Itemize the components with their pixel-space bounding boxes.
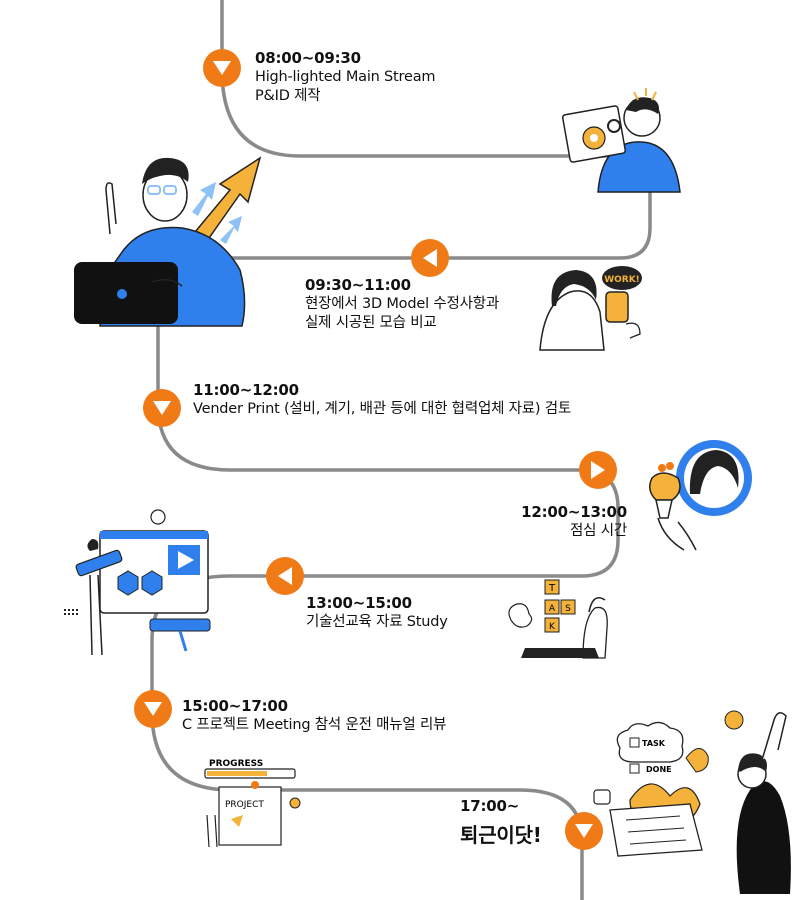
marker-down-icon: [203, 49, 241, 87]
entry-time: 09:30~11:00: [305, 276, 411, 294]
marker-down-icon: [565, 812, 603, 850]
done-label: DONE: [646, 765, 672, 774]
marker-left-icon: [411, 239, 449, 277]
entry-desc: Vender Print (설비, 계기, 배관 등에 대한 협력업체 자료) …: [193, 401, 572, 417]
tile-letter: A: [549, 604, 556, 614]
entry-desc: 현장에서 3D Model 수정사항과: [305, 296, 500, 312]
project-progress-illustration: PROGRESS PROJECT: [204, 759, 301, 848]
entry-desc: C 프로젝트 Meeting 참석 운전 매뉴얼 리뷰: [182, 717, 447, 733]
team-website-illustration: [64, 509, 211, 656]
timeline-entry-4: 12:00~13:00 점심 시간: [500, 503, 627, 541]
entry-desc: High-lighted Main Stream: [255, 69, 436, 85]
task-label: TASK: [642, 739, 666, 748]
task-done-illustration: TASK DONE: [593, 710, 791, 894]
entry-desc: P&ID 제작: [255, 88, 321, 104]
timeline-entry-7: 17:00~ 퇴근이닷!: [460, 797, 542, 848]
man-laptop-illustration: [74, 156, 262, 327]
work-bubble-text: WORK!: [604, 275, 640, 285]
marker-left-icon: [266, 557, 304, 595]
entry-time: 17:00~: [460, 797, 520, 815]
tile-letter: T: [548, 583, 556, 594]
timeline-entry-3: 11:00~12:00 Vender Print (설비, 계기, 배관 등에 …: [193, 381, 571, 419]
marker-down-icon: [143, 389, 181, 427]
entry-desc: 실제 시공된 모습 비교: [305, 315, 437, 331]
entry-time: 15:00~17:00: [182, 697, 288, 715]
woman-cupcake-illustration: [649, 440, 752, 551]
tile-letter: S: [565, 604, 571, 614]
entry-time: 13:00~15:00: [306, 594, 412, 612]
timeline-entry-2: 09:30~11:00 현장에서 3D Model 수정사항과 실제 시공된 모…: [305, 276, 499, 333]
project-letters: PROJECT: [225, 800, 264, 810]
entry-time: 11:00~12:00: [193, 381, 299, 399]
entry-desc: 점심 시간: [570, 523, 627, 539]
timeline-entry-6: 15:00~17:00 C 프로젝트 Meeting 참석 운전 매뉴얼 리뷰: [182, 697, 446, 735]
marker-right-icon: [579, 451, 617, 489]
entry-desc: 기술선교육 자료 Study: [306, 614, 448, 630]
woman-phone-illustration: WORK!: [539, 266, 642, 351]
marker-down-icon: [134, 690, 172, 728]
timeline-entry-1: 08:00~09:30 High-lighted Main Stream P&I…: [255, 49, 436, 106]
entry-time: 08:00~09:30: [255, 49, 361, 67]
tile-letter: K: [549, 622, 556, 632]
progress-label: PROGRESS: [209, 759, 263, 769]
entry-time: 12:00~13:00: [521, 503, 627, 521]
study-tiles-illustration: T A S K: [508, 579, 608, 659]
leave-work-text: 퇴근이닷!: [460, 823, 542, 847]
timeline-entry-5: 13:00~15:00 기술선교육 자료 Study: [306, 594, 448, 632]
gear-screen-illustration: [561, 88, 681, 193]
